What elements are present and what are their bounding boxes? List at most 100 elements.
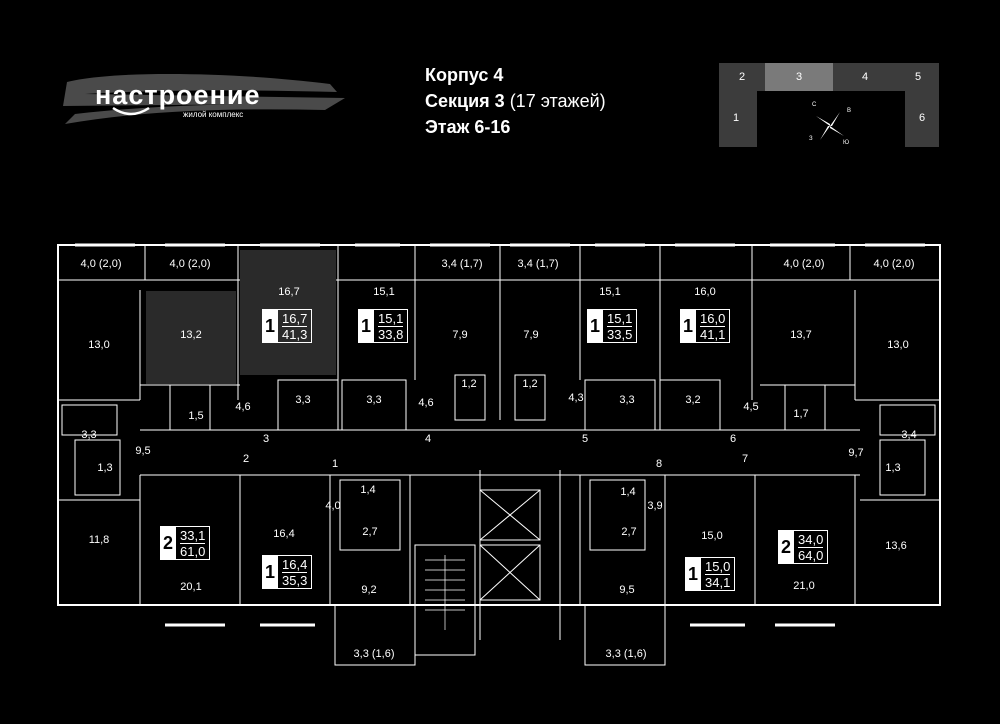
- logo: настроение жилой комплекс: [55, 62, 345, 137]
- keyplan: 2 3 4 5 1 6 С В Ю З: [715, 60, 945, 150]
- room-wc: 1,3: [97, 462, 113, 474]
- keyplan-section-5: 5: [914, 71, 922, 83]
- room-balcony: 3,4 (1,7): [517, 258, 559, 270]
- room-living: 16,4: [273, 528, 295, 540]
- room-living: 16,7: [278, 286, 300, 298]
- apartment-number: 7: [741, 453, 749, 465]
- logo-subtitle: жилой комплекс: [183, 110, 244, 119]
- apartment-total-area: 35,3: [282, 572, 308, 588]
- room-balcony: 4,0 (2,0): [873, 258, 915, 270]
- room-hall: 4,3: [568, 392, 584, 404]
- apartment-total-area: 61,0: [180, 543, 206, 559]
- room-kitchen: 13,2: [180, 329, 202, 341]
- apartment-living-area: 15,1: [378, 310, 404, 327]
- plan-header: Корпус 4 Секция 3 (17 этажей) Этаж 6-16: [425, 62, 606, 140]
- apartment-living-area: 15,0: [705, 558, 731, 575]
- room-bath: 3,3: [366, 394, 382, 406]
- logo-smile-icon: [112, 106, 150, 116]
- room-living: 13,0: [887, 339, 909, 351]
- keyplan-section-2: 2: [738, 71, 746, 83]
- apartment-total-area: 41,3: [282, 326, 308, 342]
- room-hall: 9,5: [135, 445, 151, 457]
- room-living: 15,0: [701, 530, 723, 542]
- building-title: Корпус 4: [425, 65, 504, 85]
- apartment-number: 4: [424, 433, 432, 445]
- apartment-rooms: 1: [680, 309, 696, 343]
- room-kitchen: 13,6: [885, 540, 907, 552]
- room-kitchen: 7,9: [523, 329, 539, 341]
- apartment-rooms: 2: [778, 530, 794, 564]
- compass-icon: [816, 112, 844, 140]
- room-hall: 4,6: [235, 401, 251, 413]
- apartment-total-area: 33,5: [607, 326, 633, 342]
- compass-east: В: [847, 108, 852, 114]
- room-balcony: 3,3 (1,6): [605, 648, 647, 660]
- apartment-rooms: 1: [587, 309, 603, 343]
- room-bath: 3,3: [81, 429, 97, 441]
- apartment-rooms: 1: [262, 309, 278, 343]
- room-balcony: 3,3 (1,6): [353, 648, 395, 660]
- apartment-number: 8: [655, 458, 663, 470]
- room-living: 21,0: [793, 580, 815, 592]
- apartment-living-area: 34,0: [798, 531, 824, 548]
- apartment-rooms: 2: [160, 526, 176, 560]
- room-hall: 4,6: [418, 397, 434, 409]
- section-title: Секция 3: [425, 91, 505, 111]
- room-hall: 9,7: [848, 447, 864, 459]
- room-balcony: 4,0 (2,0): [783, 258, 825, 270]
- apartment-rooms: 1: [262, 555, 278, 589]
- keyplan-section-3: 3: [795, 71, 803, 83]
- keyplan-section-4: 4: [861, 71, 869, 83]
- room-bath: 2,7: [362, 526, 378, 538]
- apartment-total-area: 41,1: [700, 326, 726, 342]
- apartment-number: 1: [331, 458, 339, 470]
- apartment-living-area: 15,1: [607, 310, 633, 327]
- room-bath: 3,3: [619, 394, 635, 406]
- apartment-rooms: 1: [685, 557, 701, 591]
- apartment-number: 5: [581, 433, 589, 445]
- room-wc: 1,2: [522, 378, 538, 390]
- room-wc: 1,5: [188, 410, 204, 422]
- apartment-number: 3: [262, 433, 270, 445]
- room-bath: 2,7: [621, 526, 637, 538]
- room-kitchen: 7,9: [452, 329, 468, 341]
- apartment-living-area: 33,1: [180, 527, 206, 544]
- room-living: 16,0: [694, 286, 716, 298]
- compass-north: С: [812, 102, 817, 108]
- apartment-number: 2: [242, 453, 250, 465]
- room-balcony: 3,4 (1,7): [441, 258, 483, 270]
- room-bath: 3,4: [901, 429, 917, 441]
- room-balcony: 4,0 (2,0): [80, 258, 122, 270]
- room-bath: 3,3: [295, 394, 311, 406]
- apartment-total-area: 64,0: [798, 547, 824, 563]
- room-balcony: 4,0 (2,0): [169, 258, 211, 270]
- apartment-number: 6: [729, 433, 737, 445]
- room-hall: 4,0: [325, 500, 341, 512]
- room-kitchen: 9,2: [361, 584, 377, 596]
- apartment-total-area: 33,8: [378, 326, 404, 342]
- floor-range: Этаж 6-16: [425, 117, 511, 137]
- keyplan-section-6: 6: [918, 112, 926, 124]
- compass-south: Ю: [843, 140, 850, 146]
- room-wc: 1,4: [360, 484, 376, 496]
- room-bath: 3,2: [685, 394, 701, 406]
- logo-brush-stroke: [63, 73, 345, 124]
- room-wc: 1,2: [461, 378, 477, 390]
- room-hall: 4,5: [743, 401, 759, 413]
- apartment-total-area: 34,1: [705, 574, 731, 590]
- compass-west: З: [809, 136, 813, 142]
- section-floors: (17 этажей): [509, 91, 606, 111]
- room-living: 20,1: [180, 581, 202, 593]
- apartment-living-area: 16,7: [282, 310, 308, 327]
- room-hall: 3,9: [647, 500, 663, 512]
- room-kitchen: 13,7: [790, 329, 812, 341]
